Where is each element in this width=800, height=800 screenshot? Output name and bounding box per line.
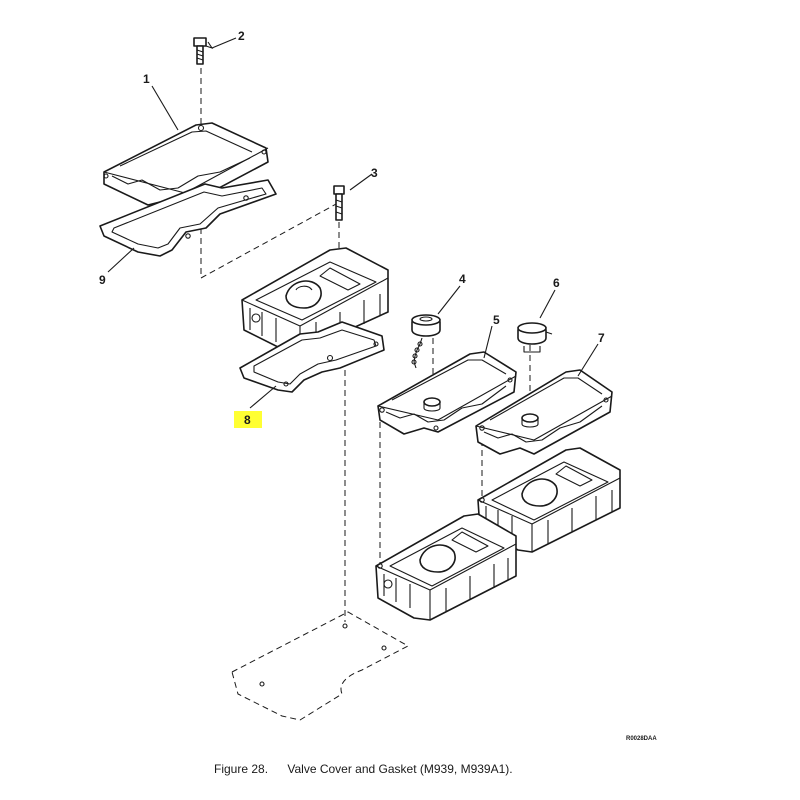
gasket-upper [99,179,277,257]
breather-sensor [517,322,553,353]
cover-bolt-middle [333,185,345,221]
figure-title: Valve Cover and Gasket (M939, M939A1). [287,762,513,776]
callout-4: 4 [459,272,466,286]
rocker-housing-lower-left [375,513,517,621]
callout-3: 3 [371,166,378,180]
callout-labels: 1 2 3 4 5 6 7 8 9 R0028DAA [99,29,657,742]
callout-1: 1 [143,72,150,86]
callout-5: 5 [493,313,500,327]
gasket-middle [239,321,385,393]
callout-7: 7 [598,331,605,345]
valve-cover-right [475,369,613,455]
callout-9: 9 [99,273,106,287]
callout-8: 8 [244,413,251,427]
cover-bolt-upper [193,37,207,65]
figure-caption: Figure 28. Valve Cover and Gasket (M939,… [0,762,800,776]
valve-cover-upper [103,122,269,207]
callout-leaders [107,37,599,409]
callout-6: 6 [553,276,560,290]
drawing-code: R0028DAA [626,736,657,742]
breather-cap [411,314,441,369]
gasket-bottom [231,611,410,721]
callout-2: 2 [238,29,245,43]
valve-cover-left [377,351,517,435]
figure-label: Figure 28. [214,762,269,776]
callout-8-highlight [234,411,262,428]
